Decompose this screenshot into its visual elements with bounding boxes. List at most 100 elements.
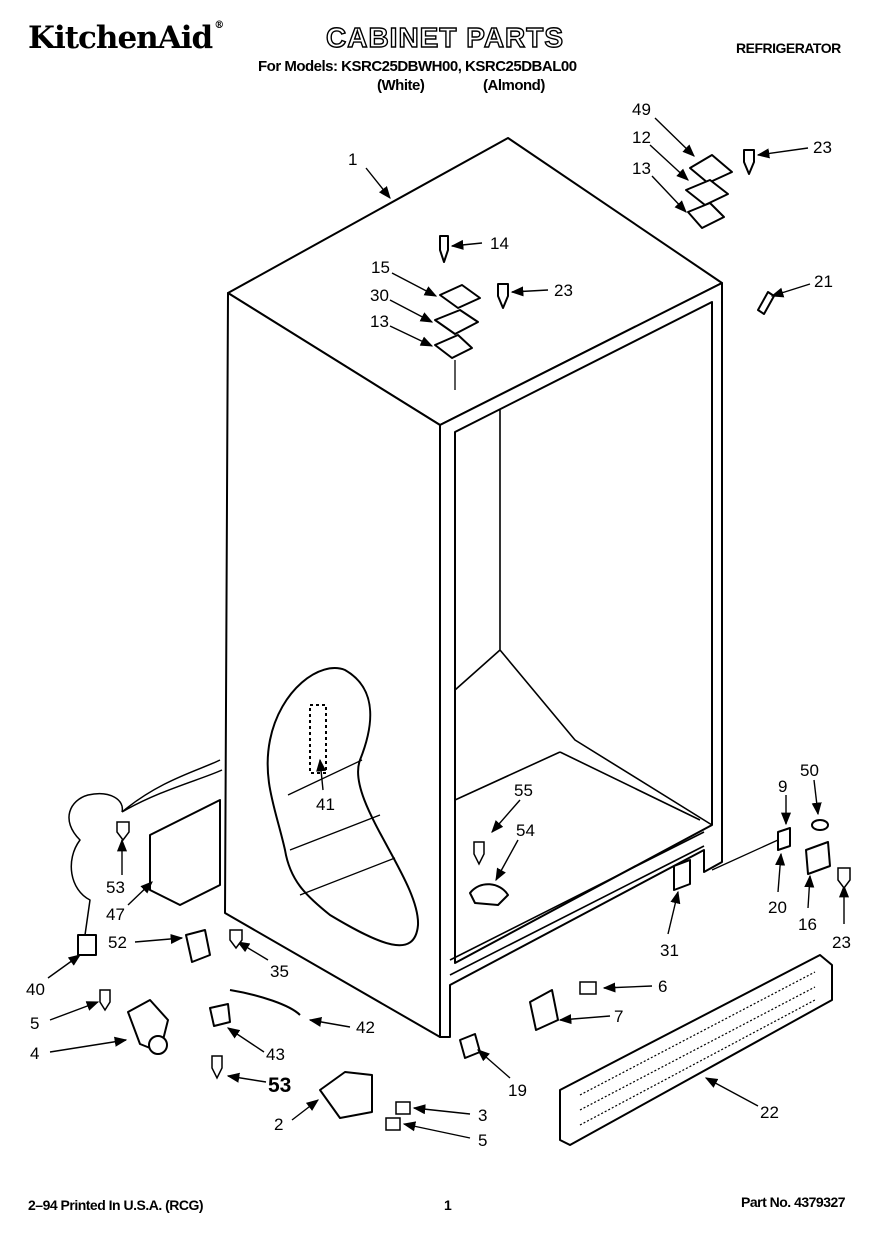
screw-55: [473, 841, 485, 866]
callout-14: 14: [490, 234, 509, 253]
leader-54: [495, 839, 519, 882]
leader-1: [365, 167, 391, 199]
leader-4: [49, 1036, 128, 1053]
cabinet-bottom-rail: [449, 831, 705, 976]
leader-41: [316, 758, 327, 791]
callout-21: 21: [814, 272, 833, 291]
leader-53b: [226, 1072, 267, 1083]
toe-grille-slots: [579, 971, 816, 1126]
cabinet-inner-back: [454, 410, 713, 826]
screw-23-top: [497, 283, 509, 309]
leader-13b: [389, 325, 434, 347]
leader-6: [602, 982, 653, 993]
bracket-16: [805, 841, 831, 875]
callout-23-lower: 23: [832, 933, 851, 952]
model-a-color: (White): [377, 77, 425, 94]
hinge-13-right: [687, 202, 725, 229]
clip-19: [459, 1033, 481, 1059]
callout-55: 55: [514, 781, 533, 800]
screw-53-upper: [116, 821, 130, 842]
callout-7: 7: [614, 1007, 623, 1026]
leader-3: [412, 1104, 471, 1115]
callout-20: 20: [768, 898, 787, 917]
callout-53-lower: 53: [268, 1074, 291, 1097]
cutaway-inner-shelf: [287, 759, 396, 896]
screw-23-lower: [837, 867, 851, 890]
leader-13a: [651, 175, 687, 213]
callout-13-left: 13: [370, 312, 389, 331]
callout-4: 4: [30, 1044, 39, 1063]
model-b-color: (Almond): [483, 77, 545, 94]
leader-35: [236, 941, 269, 961]
clip-43: [209, 1003, 231, 1027]
hinge-12: [685, 179, 729, 206]
hinge-30: [434, 309, 479, 335]
callout-53-upper: 53: [106, 878, 125, 897]
hinge-13-left: [434, 334, 473, 359]
page-number: 1: [444, 1197, 452, 1213]
power-cord-40: [68, 759, 223, 936]
leveler-54: [469, 883, 509, 906]
rail-line: [711, 839, 779, 871]
category-label: REFRIGERATOR: [736, 40, 841, 56]
roller-2: [319, 1071, 373, 1119]
washer-50: [811, 819, 829, 831]
leader-5b: [402, 1121, 471, 1139]
leader-30: [389, 299, 434, 323]
leader-55: [491, 799, 521, 833]
leader-21: [770, 283, 811, 298]
screw-53-lower: [211, 1055, 223, 1080]
bracket-7: [529, 989, 559, 1031]
shim-21: [757, 291, 775, 315]
callout-42: 42: [356, 1018, 375, 1037]
models-line: For Models: KSRC25DBWH00, KSRC25DBAL00: [258, 58, 577, 75]
screw-23-right: [743, 149, 755, 175]
part-number: Part No. 4379327: [741, 1194, 846, 1210]
leader-14: [450, 239, 483, 250]
callout-54: 54: [516, 821, 535, 840]
screw-5-lower: [385, 1117, 401, 1131]
callout-3: 3: [478, 1106, 487, 1125]
callout-30: 30: [370, 286, 389, 305]
leader-12: [649, 144, 689, 181]
roller-4-wheel: [148, 1035, 168, 1055]
callout-43: 43: [266, 1045, 285, 1064]
screw-6: [579, 981, 597, 995]
cabinet-front-frame: [439, 282, 723, 1038]
leader-19: [477, 1049, 511, 1079]
leader-47: [127, 881, 153, 906]
leader-22: [704, 1077, 759, 1107]
side-panel-cutaway: [266, 667, 420, 947]
leader-43: [226, 1027, 265, 1053]
leader-52: [134, 933, 184, 944]
leader-15: [391, 272, 438, 297]
print-info: 2–94 Printed In U.S.A. (RCG): [28, 1197, 204, 1213]
screw-3: [395, 1101, 411, 1115]
screw-5-upper: [99, 989, 111, 1012]
callout-22: 22: [760, 1103, 779, 1122]
callout-47: 47: [106, 905, 125, 924]
leader-23a: [756, 147, 809, 159]
callout-5-lower: 5: [478, 1131, 487, 1150]
leader-40: [47, 954, 82, 979]
part-9: [777, 827, 791, 851]
callout-31: 31: [660, 941, 679, 960]
leader-20: [775, 852, 786, 893]
control-box-47: [149, 799, 221, 906]
leader-31: [667, 890, 681, 935]
leader-7: [558, 1014, 611, 1025]
leader-16: [804, 874, 815, 909]
hinge-cover-49: [689, 154, 733, 184]
cabinet-inner-floor: [454, 751, 701, 821]
insulation-spring: [309, 704, 327, 774]
callout-23-top: 23: [554, 281, 573, 300]
callout-50: 50: [800, 761, 819, 780]
page-title: CABINET PARTS: [325, 21, 565, 53]
leader-23b: [510, 286, 549, 297]
callout-52: 52: [108, 933, 127, 952]
plug: [77, 934, 97, 956]
screw-14: [439, 235, 449, 263]
callout-13: 13: [632, 159, 651, 178]
callout-5-upper: 5: [30, 1014, 39, 1033]
